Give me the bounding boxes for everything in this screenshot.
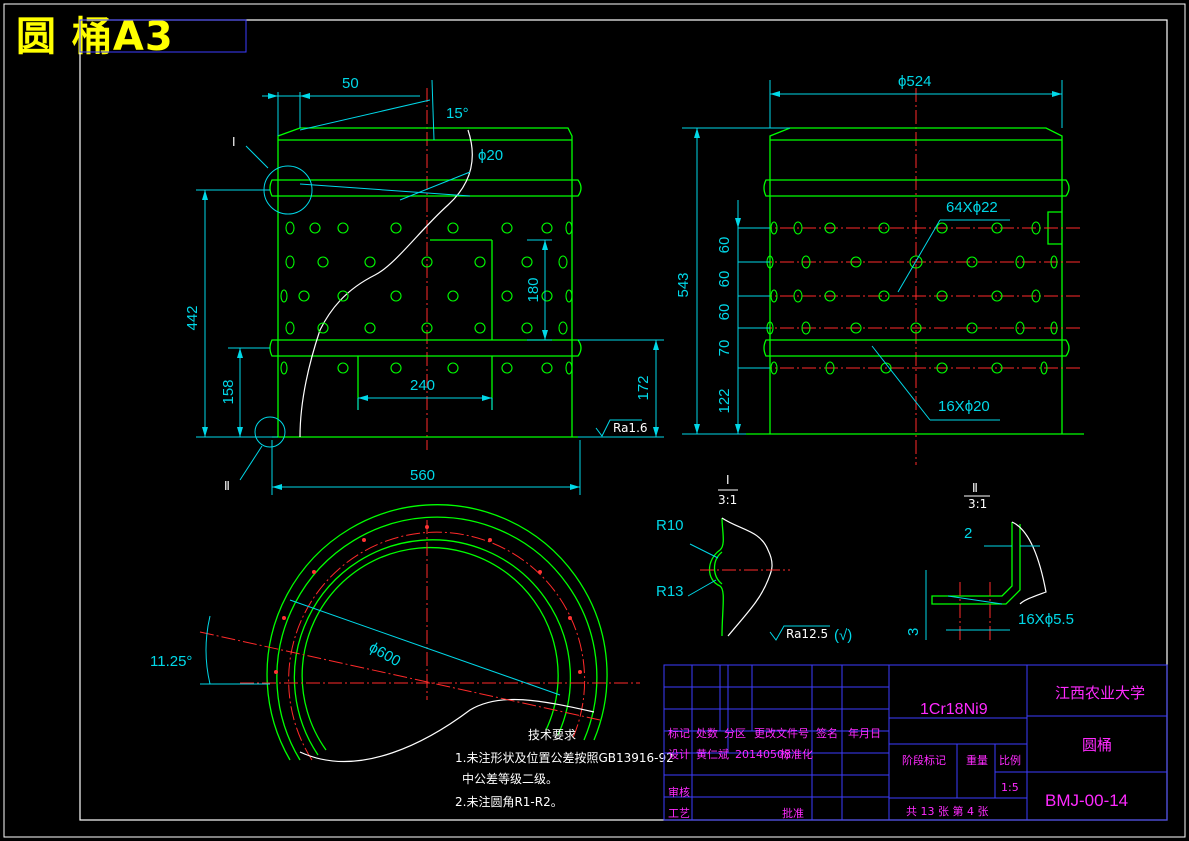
detail-1: I 3:1 R10 R13 (656, 473, 790, 637)
side-hole-pattern (766, 221, 1058, 375)
tb-designer: 黄仁斌 (696, 747, 729, 761)
detail-2: Ⅱ 3:1 2 3 16Xϕ5.5 (905, 481, 1074, 640)
detail-2-dim-3: 3 (905, 628, 922, 636)
sheet-border (3, 3, 1186, 838)
roughness-general: Ra12.5 (786, 627, 828, 641)
side-view: ϕ524 543 60 60 60 70 122 64Xϕ22 16Xϕ20 (675, 73, 1084, 465)
tb-scale-label: 比例 (999, 753, 1021, 767)
detail-mark-1: I (232, 135, 236, 149)
label-16-holes: 16Xϕ20 (938, 398, 990, 415)
tech-notes: 技术要求 1.未注形状及位置公差按照GB13916-92 中公差等级二级。 2.… (455, 728, 674, 809)
front-view: 50 15° ϕ20 442 158 240 180 172 560 I Ⅱ R… (184, 75, 664, 495)
dim-pitch-3: 60 (716, 304, 733, 321)
dim-122: 122 (716, 388, 733, 413)
tb-design-date: 20140508 (735, 748, 791, 761)
tb-process-label: 工艺 (668, 807, 690, 820)
tb-designer-label: 设计 (668, 748, 690, 761)
detail-1-r13: R13 (656, 583, 684, 600)
tb-drawing-no: BMJ-00-14 (1045, 791, 1128, 810)
tech-notes-heading: 技术要求 (528, 728, 576, 742)
detail-1-label: I (726, 473, 730, 487)
tech-notes-line1: 1.未注形状及位置公差按照GB13916-92 (455, 750, 674, 765)
dim-phi-600: ϕ600 (366, 639, 403, 670)
dim-560: 560 (410, 467, 435, 484)
detail-circle-2 (254, 416, 286, 448)
detail-2-holes: 16Xϕ5.5 (1018, 611, 1074, 628)
dim-pitch-4: 70 (716, 340, 733, 357)
dim-15-deg: 15° (446, 105, 469, 122)
detail-1-scale: 3:1 (718, 493, 737, 507)
dim-543: 543 (675, 272, 692, 297)
detail-mark-2: Ⅱ (224, 479, 230, 493)
tb-stage-label: 阶段标记 (902, 753, 946, 767)
drawing-frame (79, 19, 1168, 821)
tb-h-date: 年月日 (848, 726, 881, 740)
plan-view: ϕ600 11.25° (150, 504, 640, 762)
dim-50: 50 (342, 75, 359, 92)
tech-notes-line2: 中公差等级二级。 (462, 771, 558, 786)
tb-h-sign: 签名 (816, 726, 838, 740)
dim-pitch-2: 60 (716, 271, 733, 288)
tb-material: 1Cr18Ni9 (920, 701, 988, 718)
tb-h-docno: 更改文件号 (754, 726, 809, 740)
tech-notes-line3: 2.未注圆角R1-R2。 (455, 794, 563, 809)
dim-phi-524: ϕ524 (898, 73, 931, 90)
tb-h-mark: 标记 (668, 726, 690, 740)
title-block: 1Cr18Ni9 江西农业大学 圆桶 BMJ-00-14 标记 处数 分区 更改… (663, 664, 1168, 821)
tb-weight-label: 重量 (966, 753, 988, 767)
tb-h-count: 处数 (696, 727, 718, 740)
tb-scale: 1:5 (1001, 781, 1019, 794)
dim-pitch-1: 60 (716, 237, 733, 254)
detail-1-r10: R10 (656, 517, 684, 534)
detail-2-label: Ⅱ (972, 481, 978, 495)
dim-phi-20: ϕ20 (478, 147, 503, 164)
roughness-front: Ra1.6 (613, 421, 648, 435)
roughness-paren: (√) (834, 627, 852, 644)
dim-442: 442 (184, 305, 201, 330)
tb-part-name: 圆桶 (1082, 736, 1112, 754)
tb-school: 江西农业大学 (1055, 684, 1145, 702)
front-hole-pattern (280, 221, 573, 375)
label-64-holes: 64Xϕ22 (946, 199, 998, 216)
tb-sheets: 共 13 张 第 4 张 (906, 804, 988, 818)
tb-approve-label: 批准 (782, 806, 804, 820)
tb-review-label: 审核 (668, 785, 690, 799)
dim-158: 158 (220, 379, 237, 404)
tb-std-label: 标准化 (780, 747, 813, 761)
dim-240: 240 (410, 377, 435, 394)
detail-circle-1 (263, 165, 313, 215)
detail-2-scale: 3:1 (968, 497, 987, 511)
title-box (79, 19, 247, 53)
detail-2-dim-2: 2 (964, 525, 972, 542)
tb-h-zone: 分区 (724, 727, 746, 740)
dim-172: 172 (635, 375, 652, 400)
dim-180: 180 (525, 277, 542, 302)
dim-11-25-deg: 11.25° (150, 653, 192, 670)
